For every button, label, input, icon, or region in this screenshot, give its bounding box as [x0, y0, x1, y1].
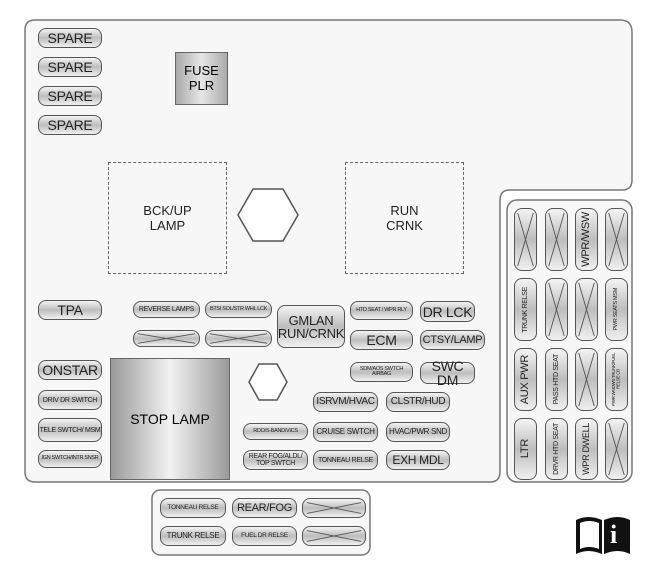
fuse-label: WPR DWELL — [581, 423, 591, 475]
fuse-pwr-seats-msm: PWR SEATS MSM — [605, 278, 628, 341]
info-letter: i — [610, 520, 618, 549]
fuse-pwr-wndws-cb: PWR WNDWS TRUNK/FUEL RELSE CB — [605, 348, 628, 411]
relay-stop-lamp: STOP LAMP — [110, 358, 230, 480]
fuse-hvac-pwr-snd: HVAC/PWR SND — [386, 422, 450, 442]
fuse-empty — [605, 418, 628, 480]
fuse-spare-3: SPARE — [38, 86, 102, 106]
fuse-rdo-s-band: RDO/S-BAND/VICS — [243, 423, 308, 440]
fuse-empty — [302, 498, 366, 518]
fuse-label: TRUNK RELSE — [522, 286, 529, 333]
relay-run-crnk: RUN CRNK — [345, 162, 464, 274]
fuse-onstar: ONSTAR — [38, 360, 102, 380]
fuse-trunk-relse-bottom: TRUNK RELSE — [160, 526, 226, 546]
fuse-spare-4: SPARE — [38, 115, 102, 135]
fuse-label: AUX PWR — [519, 354, 531, 405]
hexagon-relay-socket — [248, 363, 288, 401]
fuse-empty — [575, 278, 598, 341]
fuse-tonneau-relse-bottom: TONNEAU RELSE — [160, 498, 226, 518]
fuse-dr-lck: DR LCK — [420, 301, 475, 322]
fuse-label: PWR SEATS MSM — [612, 288, 619, 331]
fuse-sdm-aos: SDM/AOS SWTCH AIRBAG — [350, 362, 413, 382]
hexagon-relay-socket — [237, 188, 299, 242]
fuse-swc-dm: SWC DM — [420, 359, 475, 387]
relay-bckup-lamp: BCK/UP LAMP — [108, 162, 227, 274]
fuse-spare-1: SPARE — [38, 28, 102, 48]
fuse-ecm: ECM — [350, 330, 413, 350]
fuse-empty — [605, 208, 628, 271]
fuse-gmlan-run-crnk: GMLAN RUN/CRNK — [277, 305, 345, 348]
fuse-empty — [514, 208, 537, 271]
fuse-ign-swtch: IGN SWTCH/INTR SNSR — [38, 450, 102, 468]
fuse-ctsy-lamp: CTSY/LAMP — [420, 330, 485, 350]
fuse-htd-seat-wpr-rly: HTD SEAT / WPR RLY — [350, 301, 413, 320]
fuse-reverse-lamps: REVERSE LAMPS — [133, 301, 200, 318]
fuse-cruise-swtch: CRUISE SWTCH — [313, 422, 378, 442]
fuse-empty — [133, 330, 200, 347]
fuse-drvr-htd-seat: DRVR HTD SEAT — [545, 418, 568, 480]
fuse-pass-htd-seat: PASS HTD SEAT — [545, 348, 568, 411]
fuse-label: DRVR HTD SEAT — [553, 423, 560, 475]
fuse-label: PASS HTD SEAT — [553, 354, 560, 405]
fuse-wpr-dwell: WPR DWELL — [575, 418, 598, 480]
fuse-tonneau-relse: TONNEAU RELSE — [313, 450, 378, 470]
fuse-wpr-wsw: WPR/WSW — [575, 208, 598, 271]
fuse-label: PWR WNDWS TRUNK/FUEL RELSE CB — [611, 352, 621, 407]
fuse-btsi: BTSI SOL/STR WHL LCK — [205, 301, 272, 318]
fuse-exh-mdl: EXH MDL — [386, 450, 450, 470]
fuse-label: LTR — [519, 439, 531, 459]
fuse-puller: FUSE PLR — [175, 52, 228, 105]
fuse-empty — [545, 278, 568, 341]
fuse-label: WPR/WSW — [580, 212, 592, 267]
fuse-empty — [545, 208, 568, 271]
fuse-empty — [302, 526, 366, 546]
fuse-isrvm-hvac: ISRVM/HVAC — [313, 392, 378, 412]
fuse-ltr: LTR — [514, 418, 537, 480]
fuse-fuel-dr-relse: FUEL DR RELSE — [232, 526, 297, 546]
fuse-tpa: TPA — [38, 300, 102, 320]
owner-manual-info-icon: i — [574, 512, 632, 556]
fuse-rear-fog-aldl: REAR FOG/ALDL/ TOP SWTCH — [243, 450, 308, 470]
fuse-aux-pwr: AUX PWR — [514, 348, 537, 411]
fuse-empty — [205, 330, 272, 347]
fuse-driv-dr-switch: DRIV DR SWITCH — [38, 390, 102, 410]
fuse-trunk-relse: TRUNK RELSE — [514, 278, 537, 341]
fuse-tele-swtch: TELE SWTCH/ MSM — [38, 418, 102, 442]
fuse-spare-2: SPARE — [38, 57, 102, 77]
fuse-clstr-hud: CLSTR/HUD — [386, 392, 450, 412]
fuse-empty — [575, 348, 598, 411]
fuse-rear-fog: REAR/FOG — [232, 498, 297, 518]
